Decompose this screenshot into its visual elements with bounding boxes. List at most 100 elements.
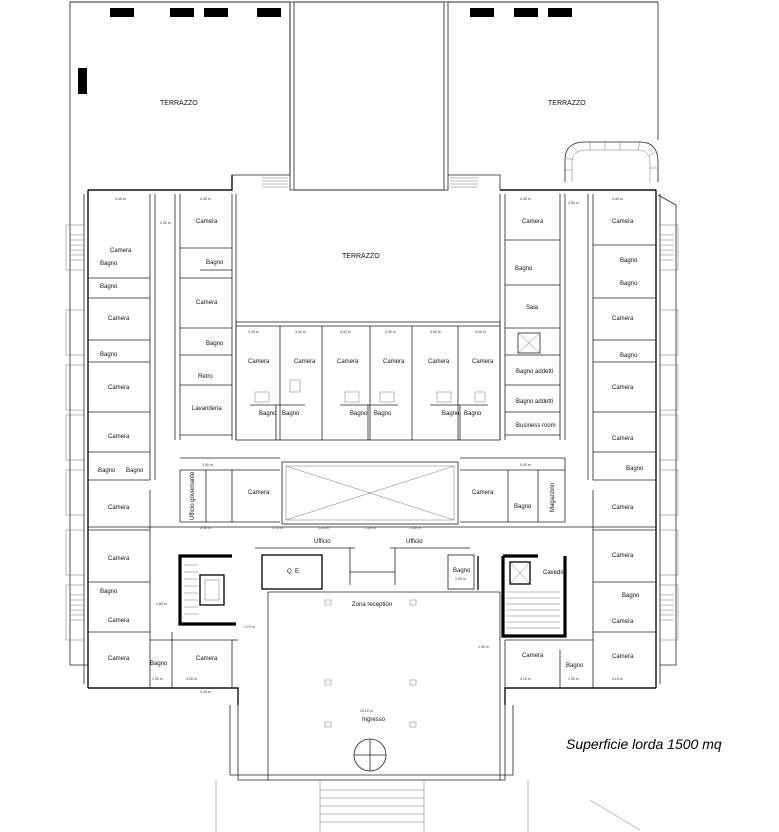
terrazzo-right-label: TERRAZZO — [548, 100, 586, 107]
dim-label: 15.15 m — [360, 709, 373, 713]
camera-label: Camera — [522, 653, 544, 659]
dim-label: 4.45 m — [520, 197, 531, 201]
dim-label: 4.25 m — [186, 677, 197, 681]
cavedio-label: Cavedio — [543, 570, 566, 576]
bagno-label: Bagno — [442, 411, 460, 417]
dim-label: 2.30 m — [200, 526, 211, 530]
business-room-label: Business room — [516, 423, 556, 429]
bagno-addetti-label: Bagno addetti — [516, 399, 553, 405]
camera-label: Camera — [108, 316, 130, 322]
camera-label: Camera — [612, 219, 634, 225]
bagno-label: Bagno — [464, 411, 482, 417]
camera-label: Camera — [612, 619, 634, 625]
sala-label: Sala — [526, 305, 539, 311]
camera-label: Camera — [108, 618, 130, 624]
camera-label: Camera — [248, 490, 270, 496]
dimensions: 4.45 m 4.45 m 4.45 m 4.45 m 2.50 m 2.50 … — [115, 197, 623, 713]
room-labels: TERRAZZO TERRAZZO TERRAZZO Camera Bagno … — [98, 100, 644, 723]
camera-label: Camera — [196, 219, 218, 225]
dim-label: 4.45 m — [612, 197, 623, 201]
camera-label: Camera — [612, 436, 634, 442]
camera-label: Camera — [472, 490, 494, 496]
bagno-label: Bagno — [514, 504, 532, 510]
bagno-addetti-label: Bagno addetti — [516, 369, 553, 375]
bagno-label: Bagno — [98, 468, 116, 474]
camera-label: Camera — [110, 248, 132, 254]
zona-reception-label: Zona reception — [352, 602, 392, 608]
dim-label: 5.40 m — [520, 463, 531, 467]
dim-label: 4.45 m — [115, 197, 126, 201]
dim-label: 1.20 m — [365, 526, 376, 530]
right-wing-walls — [460, 194, 656, 688]
camera-label: Camera — [108, 556, 130, 562]
dim-label: 1.05 m — [478, 645, 489, 649]
ufficio-label: Ufficio — [314, 539, 331, 545]
bagno-label: Bagno — [620, 281, 638, 287]
bagno-label: Bagno — [350, 411, 368, 417]
bagno-label: Bagno — [100, 261, 118, 267]
camera-label: Camera — [108, 505, 130, 511]
ingresso-label: Ingresso — [362, 717, 386, 723]
camera-label: Camera — [612, 316, 634, 322]
dim-label: 4.45 m — [200, 197, 211, 201]
q-e-label: Q. E. — [287, 569, 301, 575]
bagno-label: Bagno — [566, 663, 584, 669]
bagno-label: Bagno — [620, 258, 638, 264]
bagno-label: Bagno — [206, 341, 224, 347]
camera-label: Camera — [383, 359, 405, 365]
central-rooms — [235, 321, 501, 525]
bagno-label: Bagno — [100, 589, 118, 595]
gross-area-caption: Superficie lorda 1500 mq — [566, 736, 722, 752]
bagno-label: Bagno — [282, 411, 300, 417]
dim-label: 3.40 m — [248, 330, 259, 334]
dim-label: 3.40 m — [295, 330, 306, 334]
bagno-label: Bagno — [620, 353, 638, 359]
bagno-label: Bagno — [100, 352, 118, 358]
dim-label: 1.05 m — [152, 677, 163, 681]
dim-label: 1.85 m — [156, 602, 167, 606]
dim-label: 3.40 m — [340, 330, 351, 334]
bagno-label: Bagno — [626, 466, 644, 472]
camera-label: Camera — [248, 359, 270, 365]
camera-label: Camera — [612, 654, 634, 660]
planter-blocks — [78, 8, 572, 94]
camera-label: Camera — [196, 656, 218, 662]
bagno-label: Bagno — [374, 411, 392, 417]
bagno-label: Bagno — [622, 593, 640, 599]
dim-label: 4.15 m — [520, 677, 531, 681]
stair-cores — [178, 332, 567, 638]
bagno-label: Bagno — [150, 661, 168, 667]
ufficio-label: Ufficio — [406, 539, 423, 545]
camera-label: Camera — [337, 359, 359, 365]
camera-label: Camera — [196, 300, 218, 306]
dim-label: 3.40 m — [200, 690, 211, 694]
terrazzo-center-label: TERRAZZO — [342, 253, 380, 260]
camera-label: Camera — [522, 219, 544, 225]
bagno-label: Bagno — [100, 284, 118, 290]
dim-label: 3.40 m — [475, 330, 486, 334]
bagno-label: Bagno — [515, 266, 533, 272]
camera-label: Camera — [612, 385, 634, 391]
dim-label: 3.40 m — [430, 330, 441, 334]
building-outline — [65, 175, 679, 705]
bagno-label: Bagno — [126, 468, 144, 474]
dim-label: 3.40 m — [385, 330, 396, 334]
terrazzo-left-label: TERRAZZO — [160, 100, 198, 107]
camera-label: Camera — [612, 505, 634, 511]
camera-label: Camera — [108, 434, 130, 440]
camera-label: Camera — [472, 359, 494, 365]
dim-label: 2.50 m — [568, 201, 579, 205]
bagno-label: Bagno — [259, 411, 277, 417]
retro-label: Retro — [198, 374, 213, 380]
camera-label: Camera — [294, 359, 316, 365]
camera-label: Camera — [108, 656, 130, 662]
camera-label: Camera — [428, 359, 450, 365]
ufficio-governante-label: Ufficio governante — [190, 471, 196, 520]
dim-label: 1.70 m — [272, 526, 283, 530]
dim-label: 1.70 m — [244, 625, 255, 629]
magazzino-label: Magazzino — [550, 482, 556, 512]
dim-label: 2.50 m — [160, 221, 171, 225]
dim-label: 4.15 m — [612, 677, 623, 681]
dim-label: 1.20 m — [318, 526, 329, 530]
dim-label: 1.05 m — [568, 677, 579, 681]
